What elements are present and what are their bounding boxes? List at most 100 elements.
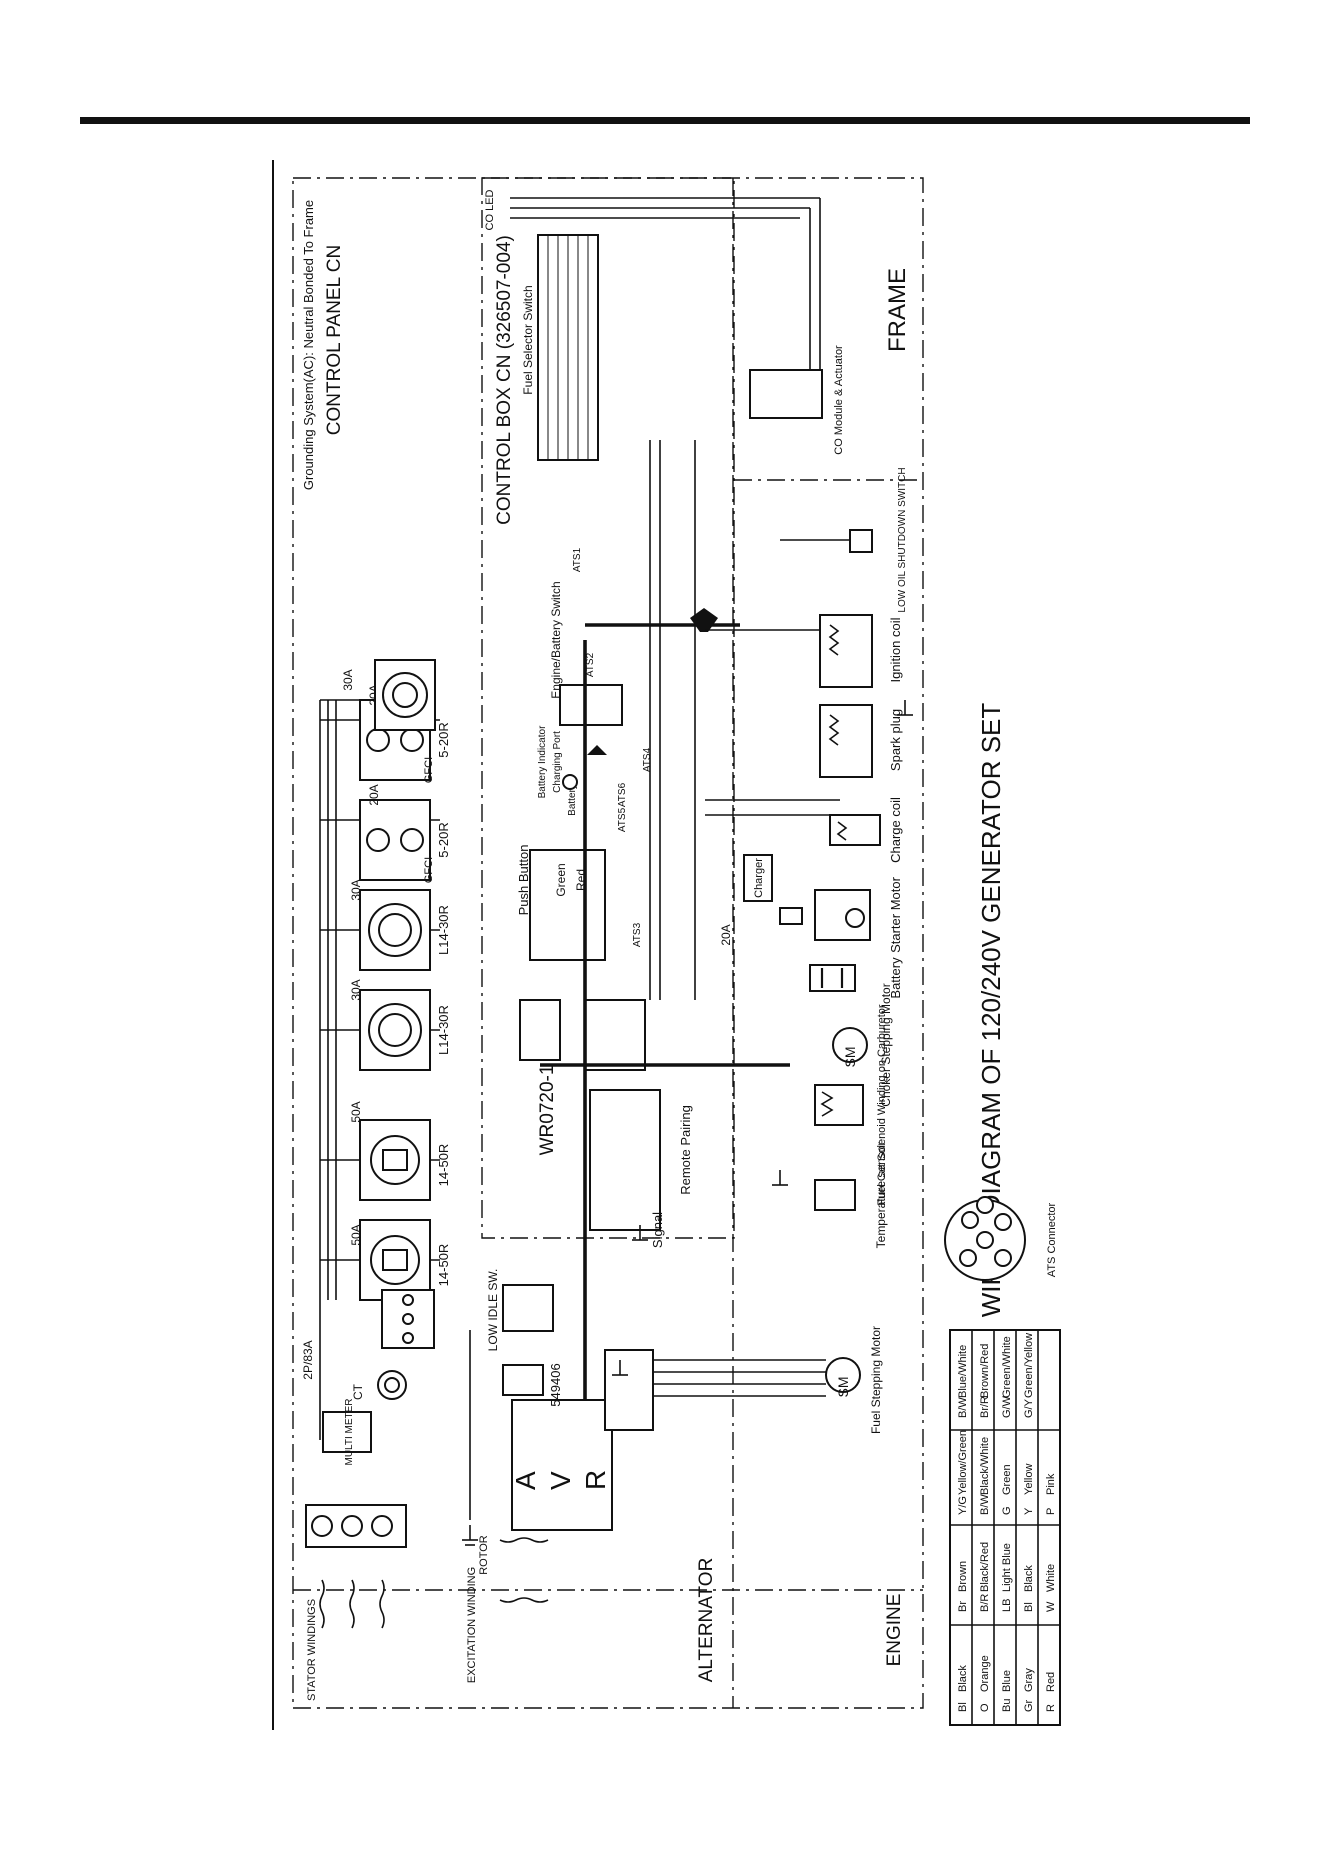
- excitation-coil: [499, 1597, 549, 1603]
- ats2-label: ATS2: [585, 652, 596, 677]
- legend-name-4-1: White: [1045, 1564, 1057, 1592]
- spark-plug: [819, 704, 873, 778]
- legend-code-2-1: LB: [1001, 1599, 1013, 1612]
- ats-pin-2: [976, 1231, 994, 1249]
- receptacle-1: [359, 1219, 431, 1301]
- starter-label: Starter Motor: [888, 876, 903, 953]
- engine-title: ENGINE: [884, 1594, 905, 1667]
- legend-code-3-3: G/Y: [1023, 1398, 1035, 1418]
- legend-text: BlBlackBrBrownY/GYellow/GreenB/WBlue/Whi…: [957, 1333, 1057, 1712]
- idle-part-label: 549406: [548, 1363, 563, 1406]
- control-panel-title: CONTROL PANEL CN: [324, 245, 345, 435]
- legend-code-0-0: Bl: [957, 1702, 969, 1712]
- spark-plug-label: Spark plug: [888, 709, 903, 771]
- legend-name-0-3: Blue/White: [957, 1345, 969, 1398]
- rotor-coil: [499, 1537, 549, 1543]
- ats-pin-6: [976, 1196, 994, 1214]
- fuel-selector-grid: [547, 235, 589, 460]
- ats4-label: ATS4: [642, 747, 653, 772]
- charge-coil-label: Charge coil: [888, 797, 903, 863]
- choker-stepping-motor: [832, 1027, 868, 1063]
- battery-indicator-label: Battery Indicator: [537, 725, 548, 798]
- multimeter-box: [322, 1411, 372, 1453]
- legend-name-4-2: Pink: [1045, 1473, 1057, 1495]
- legend-name-1-1: Black/Red: [979, 1542, 991, 1592]
- legend-code-2-3: G/W: [1001, 1395, 1013, 1418]
- fuel-selector-label: Fuel Selector Switch: [521, 285, 535, 394]
- co-module-label: CO Module & Actuator: [833, 345, 845, 455]
- co-module-connector: [749, 369, 823, 419]
- legend-name-1-2: Black/White: [979, 1437, 991, 1495]
- low-oil-label: LOW OIL SHUTDOWN SWITCH: [897, 467, 908, 612]
- battery-small-label: Battery: [567, 784, 578, 816]
- control-box-title: CONTROL BOX CN (326507-004): [494, 235, 515, 525]
- avr-block: [511, 1399, 613, 1531]
- excitation-label: EXCITATION WINDING: [466, 1567, 478, 1683]
- legend-name-3-1: Black: [1023, 1565, 1035, 1592]
- battery-label: Battery: [888, 957, 903, 999]
- ignition-winding: [828, 624, 840, 656]
- ats-pin-5: [959, 1249, 977, 1267]
- charger-box: [743, 854, 773, 902]
- frame-title: FRAME: [884, 268, 911, 352]
- receptacle-3: [359, 989, 431, 1071]
- legend-name-2-0: Blue: [1001, 1670, 1013, 1692]
- solenoid-coil: [820, 1091, 834, 1117]
- legend-code-3-1: Bl: [1023, 1602, 1035, 1612]
- header-rule: [80, 117, 1250, 124]
- ignition-coil: [819, 614, 873, 688]
- low-idle-label: LOW IDLE SW.: [486, 1269, 500, 1352]
- avr-a: A: [510, 1471, 541, 1490]
- fuel-motor-connector: [604, 1349, 654, 1431]
- spark-plug-connector: [690, 608, 718, 632]
- legend-code-1-0: O: [979, 1703, 991, 1712]
- receptacle-4-amps: 30A: [349, 879, 363, 900]
- outlet-pin-3: [402, 1332, 414, 1344]
- ignition-label: Ignition coil: [888, 617, 903, 682]
- receptacle-6-label: 5-20R: [436, 722, 451, 757]
- charge-coil-winding: [836, 821, 848, 841]
- legend-code-4-0: R: [1045, 1704, 1057, 1712]
- receptacle-5: [359, 799, 431, 881]
- choker-aux-connector: [519, 999, 561, 1061]
- push-button-label: Push Button: [516, 845, 531, 916]
- fuse-label: 20A: [719, 924, 733, 945]
- legend-name-2-2: Green: [1001, 1464, 1013, 1495]
- wr0720-module: [589, 1089, 661, 1231]
- receptacle-3-amps: 30A: [349, 979, 363, 1000]
- outlet-pin-1: [402, 1294, 414, 1306]
- receptacle-3-label: L14-30R: [436, 1005, 451, 1055]
- low-idle-switch: [502, 1284, 554, 1332]
- receptacle-5-label: 5-20R: [436, 822, 451, 857]
- legend-name-3-0: Gray: [1023, 1668, 1035, 1692]
- receptacle-4-label: L14-30R: [436, 905, 451, 955]
- low-idle-connector: [502, 1364, 544, 1396]
- fuel-cut-label: Fuel Cut Solenoid Winding on Carburetor: [876, 1004, 888, 1206]
- breaker-label: 2P/83A: [301, 1340, 315, 1379]
- stator-coil-2: [349, 1579, 355, 1629]
- starter-motor-rotor: [845, 908, 865, 928]
- grounding-note: Grounding System(AC): Neutral Bonded To …: [301, 200, 316, 490]
- co-led-label: CO LED: [484, 189, 496, 230]
- ats1-label: ATS1: [572, 547, 583, 572]
- stator-terminal-1: [311, 1515, 333, 1537]
- engine-battery-switch: [559, 684, 623, 726]
- fuel-motor-label: Fuel Stepping Motor: [869, 1326, 883, 1434]
- charging-port-icon: [562, 774, 578, 790]
- stator-coil-1: [319, 1579, 325, 1629]
- legend-code-0-1: Br: [957, 1601, 969, 1612]
- receptacle-4: [359, 889, 431, 971]
- receptacle-1-amps: 50A: [349, 1224, 363, 1245]
- margin-rule: [272, 160, 274, 1730]
- legend-code-4-1: W: [1045, 1601, 1057, 1612]
- legend-code-2-2: G: [1001, 1506, 1013, 1515]
- legend-name-3-3: Green/Yellow: [1023, 1333, 1035, 1398]
- multimeter-label: MULTI METER: [344, 1398, 355, 1465]
- temperature-sensor: [814, 1179, 856, 1211]
- legend-name-2-3: Green/White: [1001, 1336, 1013, 1398]
- receptacle-2: [359, 1119, 431, 1201]
- ct-core: [384, 1377, 400, 1393]
- receptacle-1-label: 14-50R: [436, 1244, 451, 1287]
- signal-label: Signal: [650, 1212, 665, 1248]
